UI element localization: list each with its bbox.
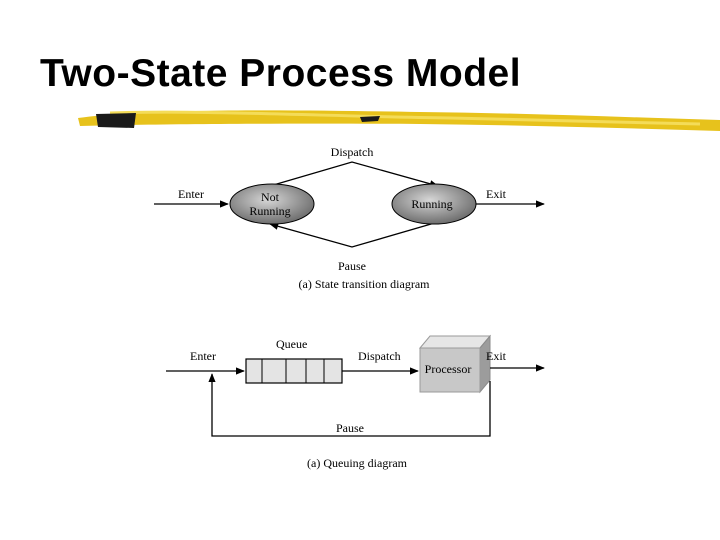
slide-title: Two-State Process Model <box>40 52 522 95</box>
queue-exit-label: Exit <box>486 349 507 363</box>
processor-box-top <box>418 335 492 349</box>
queue-box <box>245 358 343 384</box>
pause-label: Pause <box>338 259 366 273</box>
running-label: Running <box>411 197 452 211</box>
queuing-diagram: Enter Queue Dispatch Processor Exit Paus… <box>166 334 545 470</box>
queue-diagram-caption: (a) Queuing diagram <box>307 456 408 470</box>
dispatch-label: Dispatch <box>331 145 374 159</box>
queue-pause-label: Pause <box>336 421 364 435</box>
title-underline <box>78 110 720 131</box>
state-enter-label: Enter <box>178 187 204 201</box>
state-exit-label: Exit <box>486 187 507 201</box>
pause-transition-arrow <box>269 221 439 248</box>
dispatch-transition-arrow <box>269 161 439 188</box>
processor-label: Processor <box>425 362 472 376</box>
state-diagram-caption: (a) State transition diagram <box>299 277 431 291</box>
state-transition-diagram: Enter Dispatch Pause (a) State transitio… <box>154 145 545 291</box>
not-running-node <box>229 183 315 225</box>
pause-feedback-arrow <box>208 373 491 437</box>
not-running-label-line1: Not <box>261 190 280 204</box>
queue-enter-label: Enter <box>190 349 216 363</box>
processor-box <box>419 347 481 393</box>
queue-label: Queue <box>276 337 307 351</box>
not-running-label-line2: Running <box>249 204 290 218</box>
queue-dispatch-label: Dispatch <box>358 349 401 363</box>
